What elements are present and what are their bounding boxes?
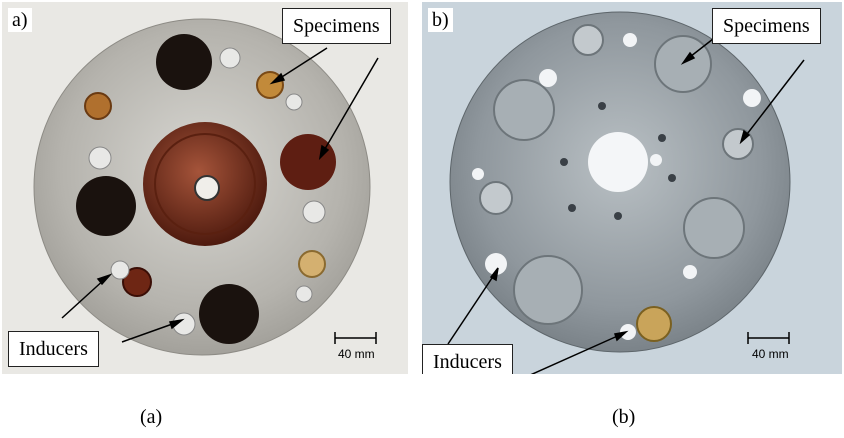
scale-bar-a <box>334 332 377 344</box>
photo-panel-b: b) Specimens Inducers 40 mm <box>422 2 842 374</box>
specimen-steel <box>683 197 745 259</box>
turntable-photo-b <box>447 11 805 374</box>
scale-bar-b <box>747 332 790 344</box>
scale-label-b: 40 mm <box>752 347 789 361</box>
panel-label-a: a) <box>8 8 32 32</box>
inducer <box>285 93 303 111</box>
caption-b: (b) <box>612 406 636 428</box>
bolt-holes <box>560 102 676 220</box>
turntable-photo-a <box>33 18 379 356</box>
specimen-steel <box>513 255 583 325</box>
specimen-small <box>572 24 604 56</box>
caption-a: (a) <box>140 406 163 428</box>
panel-label-b: b) <box>428 8 453 32</box>
inducer <box>295 285 313 303</box>
specimen-dark <box>199 284 259 344</box>
inducer-holes <box>472 33 761 340</box>
inducer <box>110 260 130 280</box>
specimen-small <box>298 250 326 278</box>
callout-arrows-a <box>61 47 379 343</box>
inducer <box>219 47 241 69</box>
specimen-steel <box>654 35 712 93</box>
specimens-callout-b: Specimens <box>712 8 821 44</box>
photo-panel-a: a) Specimens Inducers 40 mm <box>2 2 408 374</box>
specimen-copper <box>280 134 336 190</box>
specimen-small <box>122 267 152 297</box>
specimen-steel <box>493 79 555 141</box>
scale-label-a: 40 mm <box>338 347 375 361</box>
inducers-callout-b: Inducers <box>422 344 513 374</box>
specimen-small <box>84 92 112 120</box>
specimen-brass <box>636 306 672 342</box>
specimen-small <box>479 181 513 215</box>
specimens-callout-a: Specimens <box>282 8 391 44</box>
hub-hole <box>194 175 220 201</box>
specimen-small <box>722 128 754 160</box>
inducer <box>88 146 112 170</box>
hub-hole <box>588 132 648 192</box>
specimen-dark <box>156 34 212 90</box>
inducer <box>302 200 326 224</box>
inducers-callout-a: Inducers <box>8 331 99 367</box>
specimen-dark <box>76 176 136 236</box>
